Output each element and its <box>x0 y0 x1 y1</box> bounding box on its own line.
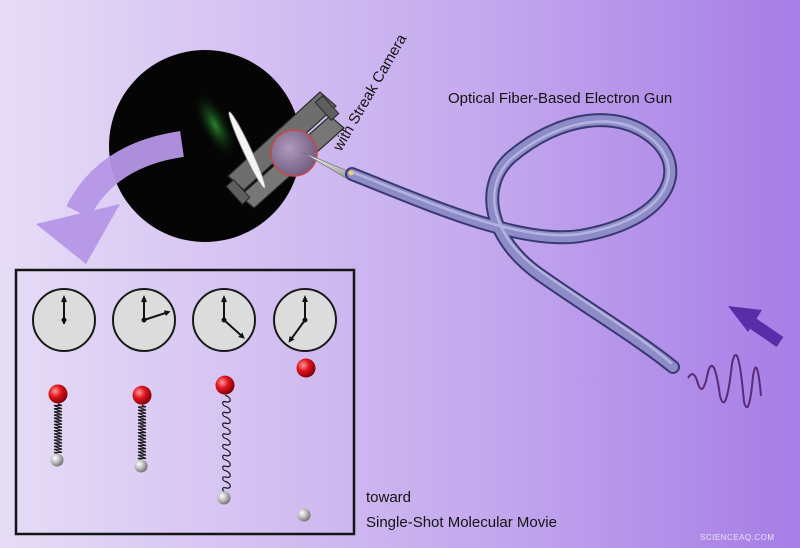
laser-pulse-waveform <box>687 353 762 409</box>
molecular-movie-label: Single-Shot Molecular Movie <box>366 514 557 531</box>
molecule-1 <box>48 384 68 467</box>
clock-hour-hand <box>223 319 243 337</box>
curved-arrow <box>36 131 185 264</box>
clock-minute-tip <box>61 295 67 302</box>
fiber-tip <box>348 170 354 176</box>
clock-hour-tip <box>238 332 245 339</box>
molecule-3 <box>215 375 235 505</box>
snapshot-frames <box>32 288 337 522</box>
red-atom <box>215 375 235 395</box>
clock-pivot <box>61 317 67 323</box>
detector-screen <box>109 50 351 242</box>
red-atom <box>296 358 316 378</box>
molecular-bond-spring <box>222 394 231 493</box>
red-atom <box>132 385 152 405</box>
lens-aperture <box>270 129 318 177</box>
clock-2 <box>112 288 176 352</box>
deflector-plate <box>228 111 266 189</box>
clock-hour-hand <box>143 311 168 321</box>
clock-minute-tip <box>141 295 147 302</box>
clock-3 <box>192 288 256 352</box>
grey-atom <box>297 508 311 522</box>
clock-hour-hand <box>290 319 306 341</box>
clock-pivot <box>302 317 308 323</box>
electron-beam-glow <box>194 92 236 158</box>
laser-arrow-head <box>728 306 762 332</box>
clock-4 <box>273 288 337 352</box>
toward-label: toward <box>366 489 411 506</box>
clock-hour-tip <box>288 336 295 343</box>
clock-minute-tip <box>221 295 227 302</box>
watermark: SCIENCEAQ.COM <box>700 533 775 542</box>
molecule-2 <box>132 385 152 473</box>
clock-hour-tip <box>163 310 171 317</box>
clock-pivot <box>141 317 147 323</box>
clock-pivot <box>221 317 227 323</box>
molecular-bond-spring <box>137 404 147 461</box>
grey-atom <box>217 491 231 505</box>
laser-input <box>687 306 784 409</box>
clock-minute-tip <box>302 295 308 302</box>
red-atom <box>48 384 68 404</box>
electron-gun-label: Optical Fiber-Based Electron Gun <box>448 90 672 107</box>
grey-atom <box>134 459 148 473</box>
molecular-movie-panel <box>14 268 356 536</box>
grey-atom <box>50 453 64 467</box>
clock-1 <box>32 288 96 352</box>
molecule-4 <box>296 358 316 522</box>
molecular-bond-spring <box>53 403 63 455</box>
optical-fiber <box>345 113 680 374</box>
